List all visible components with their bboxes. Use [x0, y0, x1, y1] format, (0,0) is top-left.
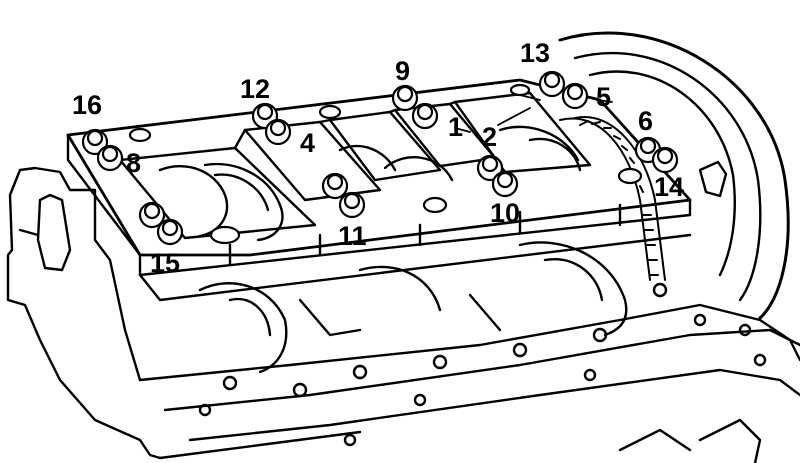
label-13: 13 — [520, 38, 550, 68]
leader-lines — [454, 94, 613, 133]
label-16: 16 — [72, 90, 102, 120]
cap-bolts — [81, 70, 679, 246]
label-12: 12 — [240, 74, 270, 104]
bolt-15 — [156, 218, 184, 246]
bolt-5 — [561, 82, 589, 110]
bolt-9 — [391, 84, 419, 112]
label-2: 2 — [482, 122, 497, 152]
label-1: 1 — [448, 112, 463, 142]
label-8: 8 — [126, 148, 141, 178]
bolt-14 — [651, 146, 679, 174]
crankcase — [6, 166, 800, 463]
label-6: 6 — [638, 106, 653, 136]
callout-labels: 1 2 4 5 6 8 9 10 11 12 13 14 15 16 — [72, 38, 684, 278]
bolt-2 — [476, 154, 504, 182]
flywheel — [558, 31, 790, 320]
label-4: 4 — [300, 128, 315, 158]
bolt-11 — [338, 191, 366, 219]
bolt-10 — [491, 170, 519, 198]
bolt-7 — [138, 201, 166, 229]
label-11: 11 — [338, 221, 367, 251]
bolt-13 — [538, 70, 566, 98]
bolt-1 — [411, 102, 439, 130]
label-10: 10 — [490, 198, 520, 228]
bolt-4 — [264, 118, 292, 146]
crankshaft — [158, 125, 628, 374]
bearing-girdle — [66, 78, 692, 302]
label-14: 14 — [654, 172, 684, 202]
label-9: 9 — [395, 56, 410, 86]
timing-chain — [559, 115, 666, 281]
bolt-8 — [96, 144, 124, 172]
label-5: 5 — [596, 82, 611, 112]
bolt-3 — [321, 172, 349, 200]
bolt-16 — [81, 128, 109, 156]
label-15: 15 — [150, 248, 180, 278]
